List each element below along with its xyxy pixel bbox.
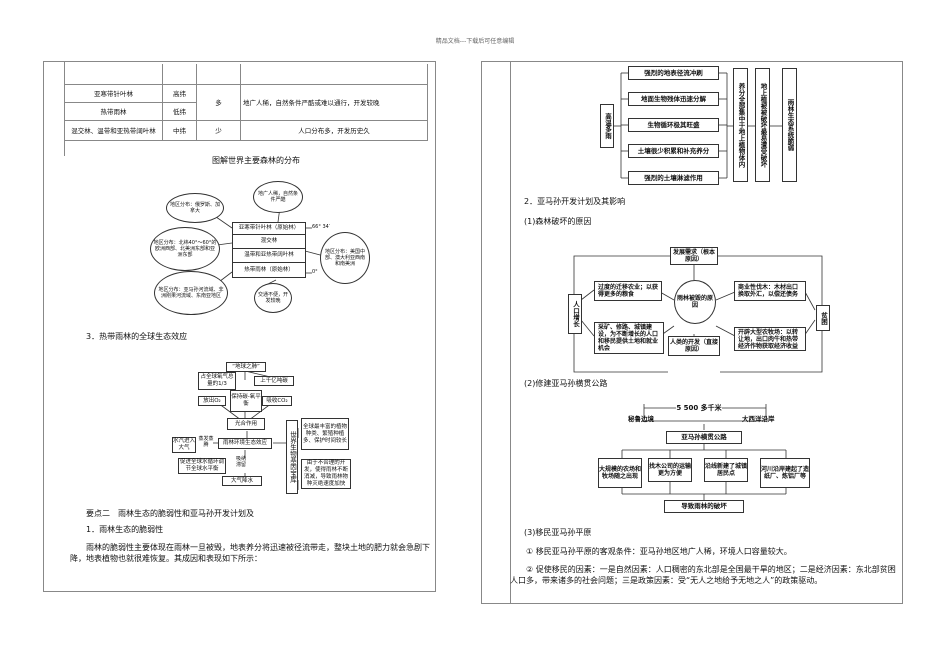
box-balance: 保持碳-氧平衡 xyxy=(230,390,262,412)
amazon-heading: 2．亚马孙开发计划及其影响 xyxy=(524,197,626,206)
box-new-towns: 沿线新建了城镇居民点 xyxy=(704,458,748,482)
table-cell: 地广人稀，自然条件严酷或难以通行，开发较晚 xyxy=(240,83,428,121)
table-cell: 混交林、温带和亚热带阔叶林 xyxy=(64,119,163,141)
box-vegetation-destroyed: 地上植被被破坏最易遭受破坏 xyxy=(755,68,770,182)
box-high-temp-rain: 高温多雨 xyxy=(600,104,614,148)
box-cause-3: 生物循环极其旺盛 xyxy=(628,118,719,132)
lat-0: 0° xyxy=(312,269,318,275)
migration-factors: ② 促使移民的因素：一是自然因素：人口稠密的东北部是全国最干旱的地区；二是经济因… xyxy=(510,565,896,585)
diagram1-title: 图解世界主要森林的分布 xyxy=(212,156,300,165)
oval-deforestation-cause: 雨林被毁的原因 xyxy=(674,280,716,324)
row-broadleaf: 温带和亚热带阔叶林 xyxy=(232,249,306,263)
row-mixed: 混交林 xyxy=(232,235,306,249)
section3-heading: 3．热带雨林的全球生态效应 xyxy=(86,332,188,341)
box-mining-roads: 采矿、修路、城镇建设，为不断增长的人口和移民提供土地和就业机会 xyxy=(594,322,664,354)
box-commercial-logging: 商业性伐木：木材出口换取外汇，以偿还债务 xyxy=(734,281,806,301)
box-photosynthesis: 光合作用 xyxy=(227,418,265,430)
box-earth-lung: “地球之肺” xyxy=(226,362,266,372)
migration-heading: (3)移民亚马孙平原 xyxy=(524,528,592,537)
box-oxygen: 占全球氧气总量的1/3 xyxy=(198,372,236,390)
box-cause-1: 强烈的地表径流冲刷 xyxy=(628,66,719,80)
box-highway: 亚马孙横贯公路 xyxy=(666,431,742,444)
label-evap: 蒸发蒸腾 xyxy=(198,436,214,448)
box-cause-4: 土壤很少积累和补充养分 xyxy=(628,144,719,158)
box-timber-transport: 找木公司的运输更为方便 xyxy=(648,458,692,482)
box-vapor: 水汽进入大气 xyxy=(172,437,196,453)
box-gene-bank: 世界生物基因宝库 xyxy=(286,420,298,494)
box-shifting-farming: 过度的迁移农业；以获得更多的粮食 xyxy=(594,281,662,301)
row-rainforest: 热带雨林（原始林） xyxy=(232,263,306,278)
box-ranches: 开辟大型农牧场：以转让地，出口肉牛和热带经济作物获取经济收益 xyxy=(734,327,806,351)
page-header: 精品文档---下载后可任意编辑 xyxy=(435,38,515,45)
migration-condition: ① 移民亚马孙平原的客观条件：亚马孙地区地广人稀，环境人口容量较大。 xyxy=(526,547,792,556)
box-species: 全球最丰富的植物种类、繁殖种植多、保护时间较长 xyxy=(301,418,349,450)
highway-length: 5 500 多千米 xyxy=(676,404,722,412)
forest-table: 亚寒带针叶林 高纬 多 地广人稀，自然条件严酷或难以通行，开发较晚 热带雨林 低… xyxy=(64,64,428,141)
box-rainfall: 大气降水 xyxy=(222,476,262,486)
box-carbon: 上千亿吨碳 xyxy=(254,376,294,386)
right-margin-line xyxy=(510,61,511,604)
box-dev-demand: 发展需求（根本原因） xyxy=(670,247,718,265)
lat-66: 66° 34′ xyxy=(312,224,330,230)
box-release-o2: 放出O₂ xyxy=(198,396,226,406)
oval-rainforest-region: 地区分布：亚马孙河流域、非洲刚果河流域、东南亚地区 xyxy=(154,271,228,315)
atlantic-coast-label: 大西洋沿岸 xyxy=(742,415,775,423)
box-eco-effect: 雨林环境生态效应 xyxy=(218,438,272,449)
box-cause-5: 强烈的土壤淋滤作用 xyxy=(628,171,719,185)
box-absorb-co2: 吸收CO₂ xyxy=(262,396,292,406)
fragility-heading: 1．雨林生态的脆弱性 xyxy=(86,525,164,534)
peru-border-label: 秘鲁边境 xyxy=(628,415,654,423)
oval-taiga-region: 地区分布：俄罗斯、加拿大 xyxy=(166,193,224,223)
oval-broadleaf-region: 地区分布：美国中部、澳大利亚西南和南美洲 xyxy=(320,232,370,284)
box-danger: 由于不合理的开发，使得雨林不断消减，导致雨林物种灭绝速度加快 xyxy=(301,459,351,489)
fragility-paragraph: 雨林的脆弱性主要体现在雨林一旦被毁，地表养分将迅速被径流带走，整块土地的肥力就会… xyxy=(70,543,430,563)
box-farms-ranches: 大规模的农场和牧场随之出现 xyxy=(598,458,642,488)
table-cell: 人口分布多，开发历史久 xyxy=(240,119,428,141)
right-column xyxy=(481,61,903,604)
box-population-growth: 人口增长 xyxy=(568,294,582,334)
table-cell: 少 xyxy=(196,119,241,141)
box-result-destruction: 导致雨林的破坏 xyxy=(664,500,744,513)
row-taiga: 亚寒带针叶林（原始林） xyxy=(232,222,306,235)
box-water-cycle: 促进全球水循环调节全球水平衡 xyxy=(178,458,226,474)
oval-taiga-reason: 地广人稀，自然条件严酷 xyxy=(253,181,303,213)
box-factories: 河川沿岸建起了造纸厂、炼铝厂等 xyxy=(760,458,810,488)
left-column xyxy=(43,61,436,592)
box-cause-2: 地面生物残体迅速分解 xyxy=(628,92,719,106)
point2-heading: 要点二 雨林生态的脆弱性和亚马孙开发计划及 xyxy=(86,509,254,518)
box-human-development: 人类的开发（直接原因） xyxy=(668,336,720,356)
oval-rainforest-reason: 交通不便，开发较晚 xyxy=(254,283,292,313)
label-absorb: 吸纳滞留 xyxy=(236,456,247,468)
box-nutrients-in-plants: 养分全部集中于地上植物体内 xyxy=(733,68,748,182)
deforestation-causes-heading: (1)森林破坏的原因 xyxy=(524,217,592,226)
highway-heading: (2)修建亚马孙横贯公路 xyxy=(524,379,608,388)
oval-mixed-region: 地区分布：北纬40°～60°的欧洲西部、北美洲东部和亚洲东部 xyxy=(150,227,220,271)
box-poverty: 贫困 xyxy=(816,305,830,331)
box-ecosystem-fragile: 雨林生态系统脆弱 xyxy=(782,68,797,182)
